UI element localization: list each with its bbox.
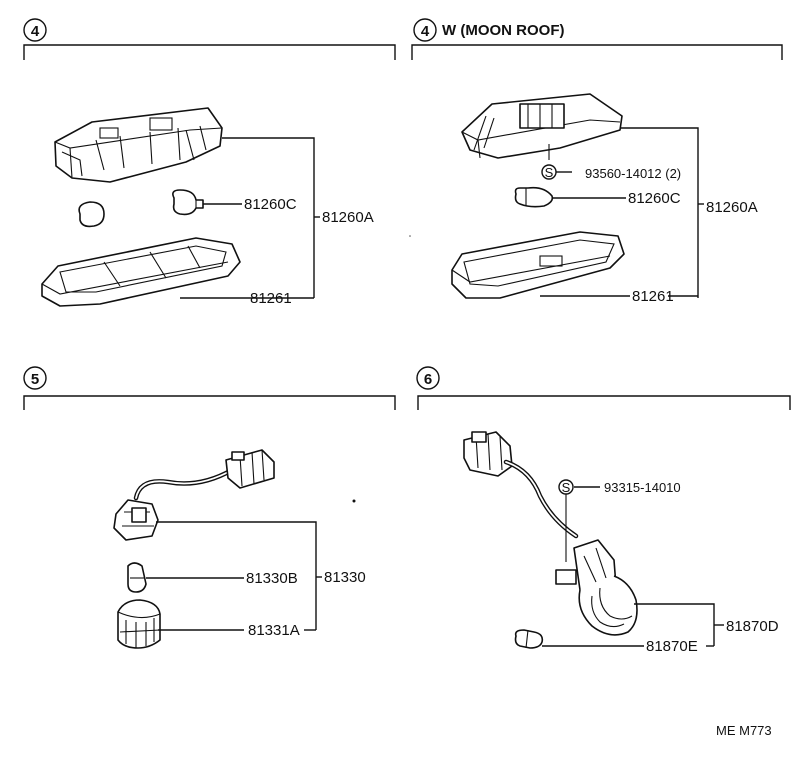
connector-illustration <box>463 431 513 477</box>
section-bracket <box>23 395 396 410</box>
bulb-illustration <box>514 629 544 649</box>
socket-illustration <box>113 499 159 541</box>
harness-illustration <box>503 459 579 539</box>
scan-dot <box>409 235 411 237</box>
screw-symbol: S <box>562 480 571 495</box>
part-number-lens: 81261 <box>250 290 292 307</box>
part-number-bulb: 81330B <box>246 570 298 587</box>
screw-illustration: S <box>558 479 574 562</box>
section-top-left: 4 8 <box>23 18 396 307</box>
part-number-assembly: 81260A <box>706 199 758 216</box>
section-mid-right: 6 S <box>416 366 791 655</box>
part-number-screw: 93560-14012 (2) <box>585 166 681 181</box>
section-number-badge: 4 <box>413 18 437 42</box>
part-number-screw: 93315-14010 <box>604 480 681 495</box>
part-number-assembly: 81330 <box>324 569 366 586</box>
screw-symbol: S <box>545 165 554 180</box>
lamp-housing-illustration <box>54 107 223 183</box>
part-number-bulb: 81260C <box>244 196 297 213</box>
section-bracket <box>23 44 396 60</box>
part-number-socket: 81331A <box>248 622 300 639</box>
section-top-right: 4 W (MOON ROOF) S <box>411 18 783 305</box>
part-number-assembly: 81260A <box>322 209 374 226</box>
socket-cover-illustration <box>117 599 161 649</box>
diagram-code: ME M773 <box>716 723 772 738</box>
lens-illustration <box>41 237 241 307</box>
section-number: 5 <box>31 371 39 388</box>
bulb-illustration <box>514 186 554 208</box>
section-number: 6 <box>424 371 432 388</box>
lens-illustration <box>451 231 625 299</box>
bulb-illustration <box>78 189 204 228</box>
section-number-badge: 5 <box>23 366 47 390</box>
part-number-assembly: 81870D <box>726 618 779 635</box>
section-number-badge: 6 <box>416 366 440 390</box>
part-number-bulb: 81260C <box>628 190 681 207</box>
section-title: W (MOON ROOF) <box>442 22 564 39</box>
part-number-lens: 81261 <box>632 288 674 305</box>
part-number-bulb: 81870E <box>646 638 698 655</box>
bulb-illustration <box>127 562 147 593</box>
section-bracket <box>417 395 791 410</box>
lamp-housing-illustration <box>461 93 623 159</box>
socket-illustration <box>555 539 638 636</box>
scan-dot <box>352 499 356 503</box>
section-number: 4 <box>421 23 430 40</box>
section-number-badge: 4 <box>23 18 47 42</box>
section-mid-left: 5 <box>23 366 396 649</box>
harness-illustration <box>133 449 275 501</box>
section-bracket <box>411 44 783 60</box>
section-number: 4 <box>31 23 40 40</box>
